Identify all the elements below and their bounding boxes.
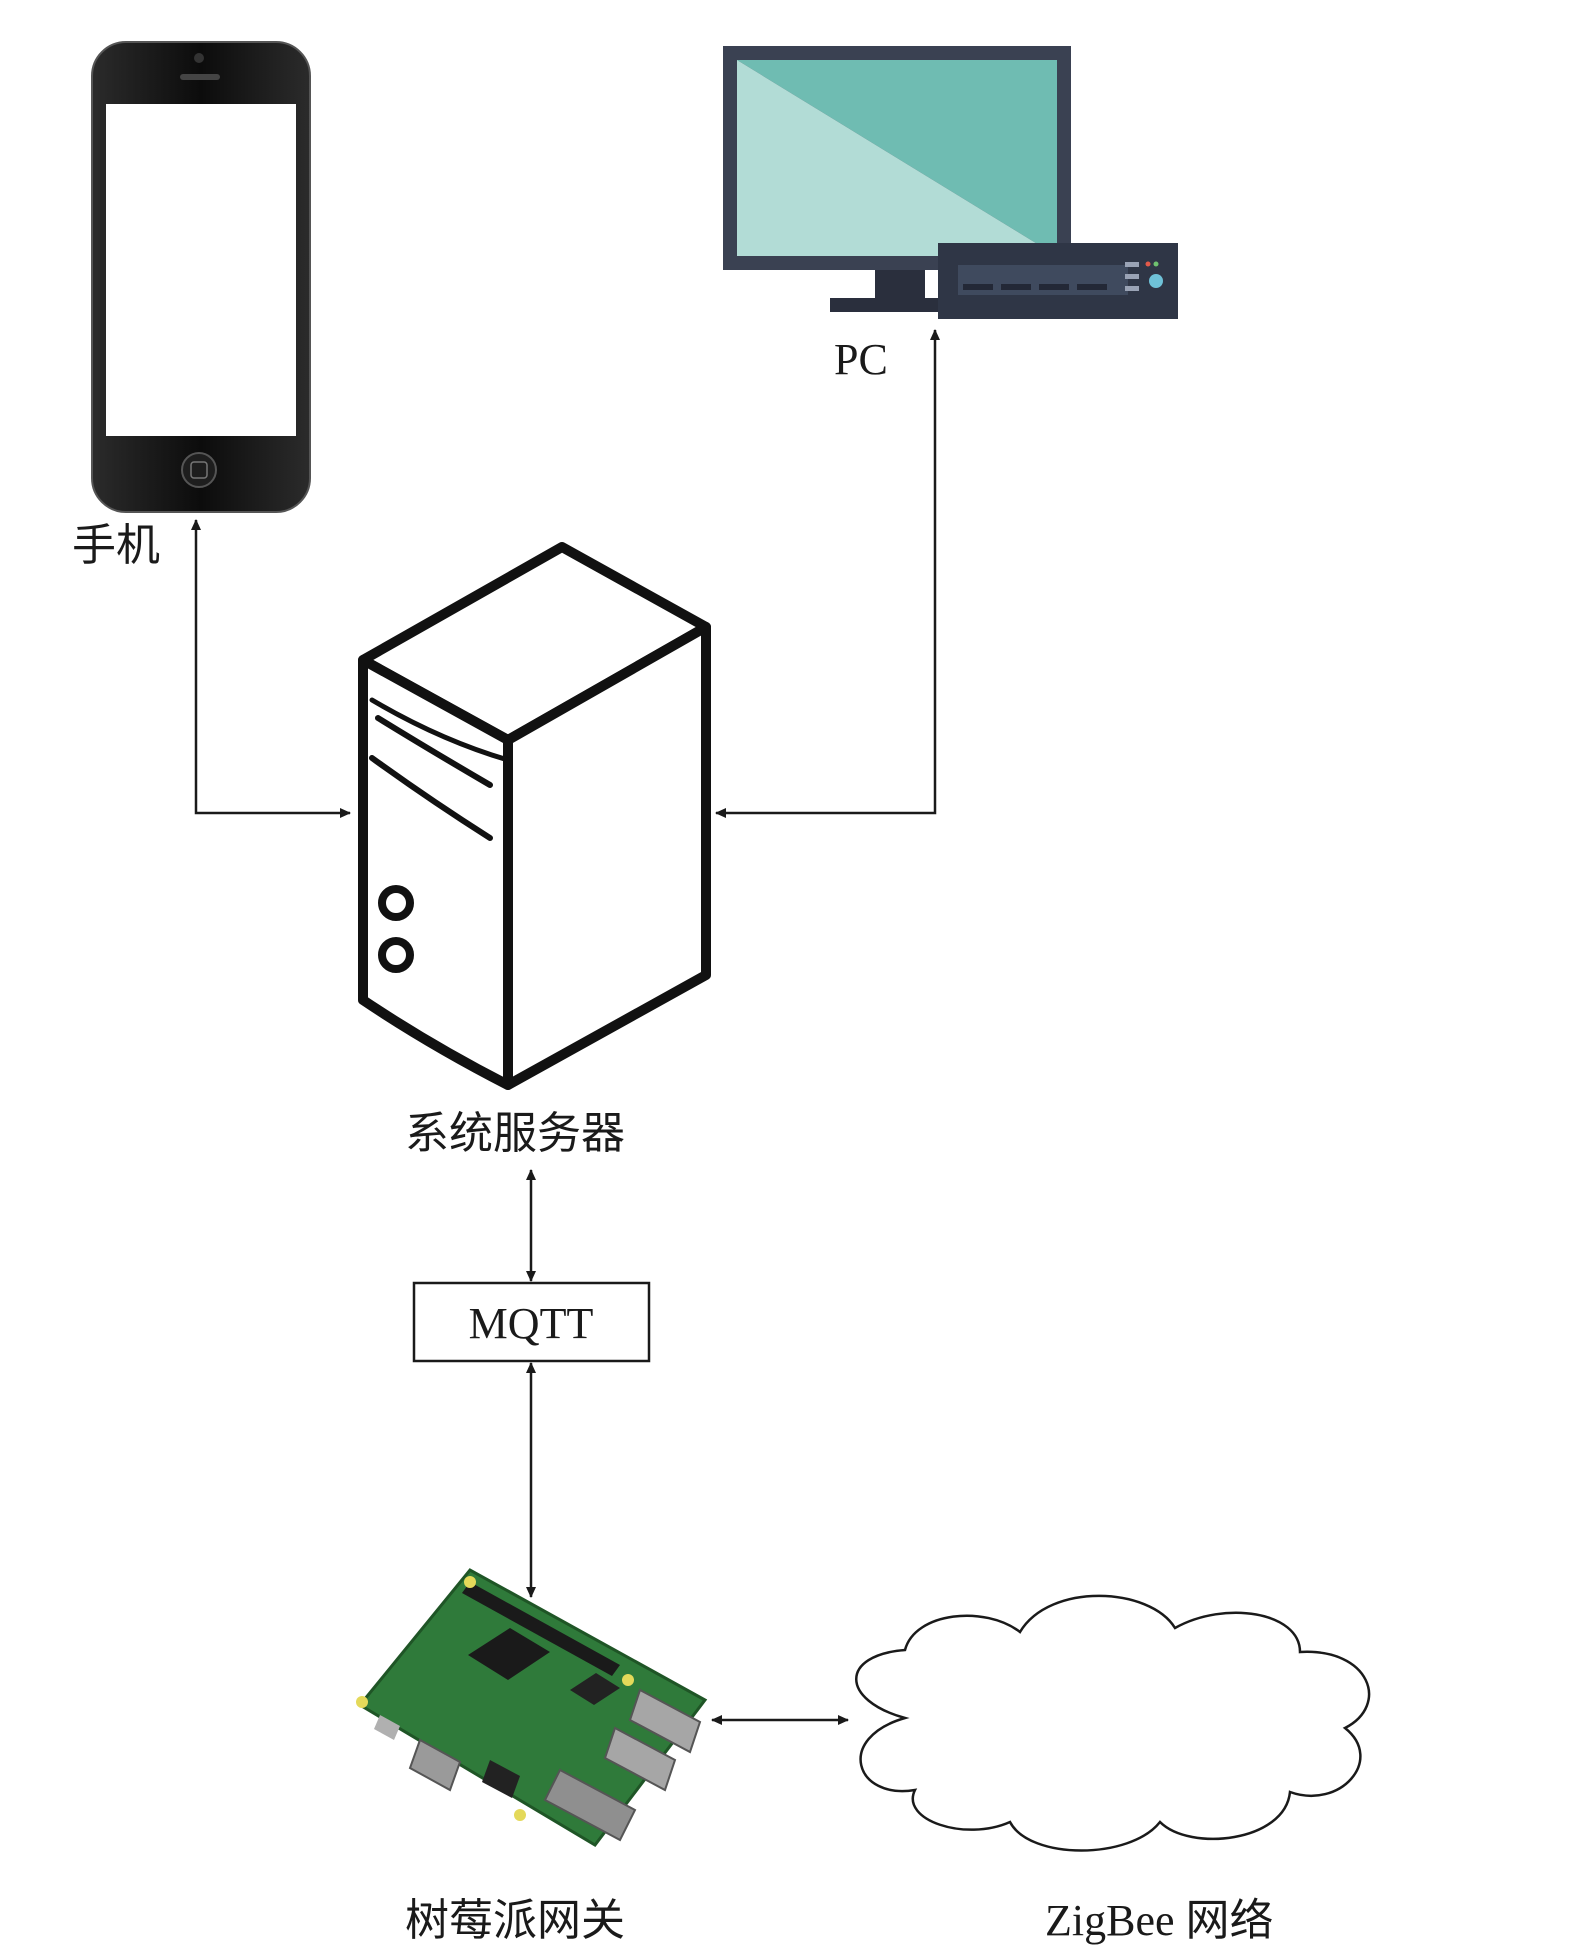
phone-icon <box>91 41 311 513</box>
gateway-label: 树莓派网关 <box>405 1895 625 1946</box>
phone-label: 手机 <box>72 520 160 571</box>
cloud-icon <box>855 1594 1371 1852</box>
raspberry-pi-icon <box>356 1568 708 1847</box>
pc-label: PC <box>834 335 888 384</box>
mqtt-node: MQTT <box>412 1281 651 1363</box>
mqtt-label: MQTT <box>469 1299 594 1348</box>
mqtt-box <box>412 1281 651 1363</box>
zigbee-label: ZigBee 网络 <box>1045 1896 1274 1945</box>
pc-server-connector <box>715 329 940 818</box>
phone-server-connector <box>191 519 351 818</box>
server-icon <box>358 542 711 1090</box>
server-label: 系统服务器 <box>405 1108 625 1159</box>
pc-icon <box>723 46 1178 319</box>
